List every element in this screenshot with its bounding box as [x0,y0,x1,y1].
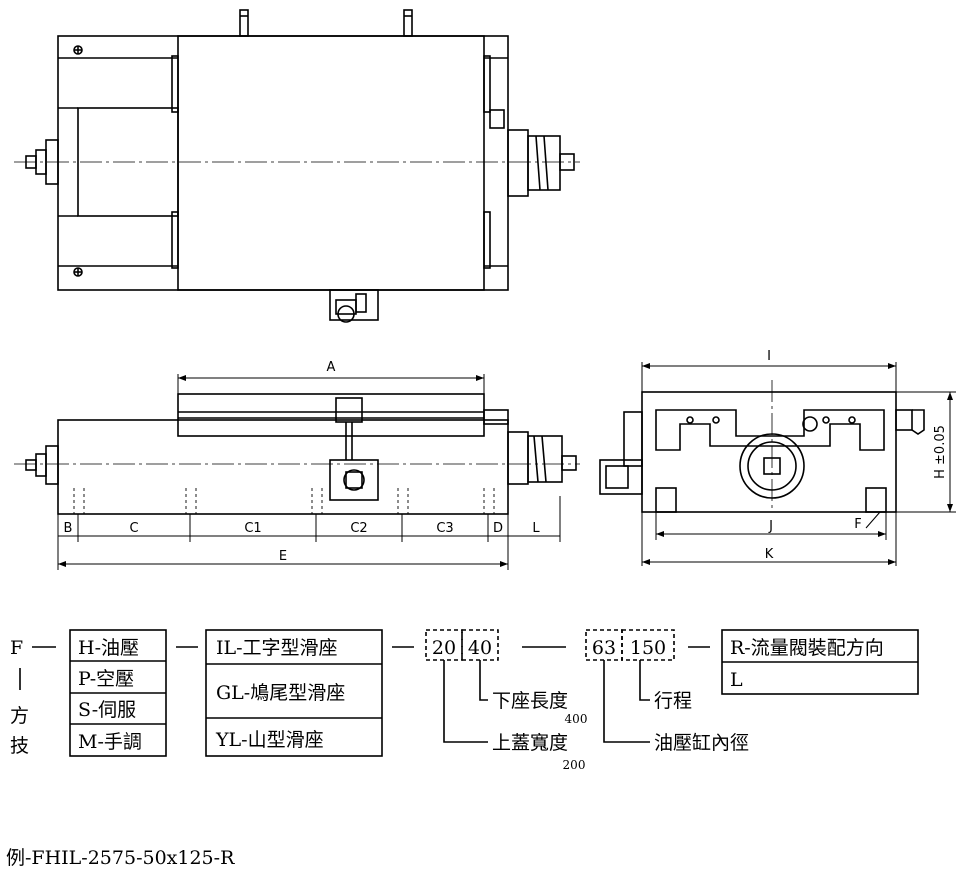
dimension-arrows [58,363,953,567]
drive-option-pneumatic: P-空壓 [78,668,134,690]
dim-label-B: B [64,521,73,536]
dim-label-L: L [532,521,540,536]
dim-label-C2: C2 [350,521,367,536]
direction-option-l: L [730,669,743,691]
dim-label-K: K [765,547,774,562]
dim-label-C1: C1 [244,521,261,536]
dim-label-C: C [129,521,138,536]
dim-label-F: F [854,517,861,532]
order-code-diagram [19,629,919,757]
dim-label-I: I [767,349,771,364]
dim-label-J: J [768,519,773,534]
drive-option-manual: M-手調 [78,731,142,753]
slide-option-il: IL-工字型滑座 [216,637,338,659]
drive-option-hydraulic: H-油壓 [78,637,139,659]
length-label: 下座長度 [492,690,568,712]
prefix-letter: F [10,637,23,659]
direction-option-r: R-流量閥裝配方向 [730,637,884,659]
dimension-lines [57,362,956,570]
method-label-2: 技 [10,735,29,757]
slide-option-yl: YL-山型滑座 [215,729,324,751]
side-view [599,380,925,513]
dim-label-H: H ±0.05 [933,425,948,479]
top-view [14,9,580,323]
drive-option-servo: S-伺服 [78,699,136,721]
bore-code: 63 [592,637,616,659]
order-code-labels: F 方 技 H-油壓 P-空壓 S-伺服 M-手調 IL-工字型滑座 GL-鳩尾… [6,637,884,869]
front-view [14,393,580,515]
dimension-labels: A B C C1 C2 C3 D L E I J K F H ±0.05 [64,349,948,564]
dim-label-C3: C3 [436,521,453,536]
width-label: 上蓋寬度 [492,732,568,754]
width-code: 20 [432,637,456,659]
method-label-1: 方 [10,705,29,727]
bore-label: 油壓缸內徑 [654,732,749,754]
length-max: 400 [565,712,588,726]
stroke-code: 150 [630,637,666,659]
dim-label-E: E [279,549,287,564]
dim-label-A: A [327,360,336,375]
dim-label-D: D [493,521,503,536]
stroke-label: 行程 [654,690,692,712]
width-max: 200 [563,758,586,772]
example-code: 例-FHIL-2575-50x125-R [6,847,235,869]
length-code: 40 [468,637,492,659]
slide-option-gl: GL-鳩尾型滑座 [216,682,345,704]
